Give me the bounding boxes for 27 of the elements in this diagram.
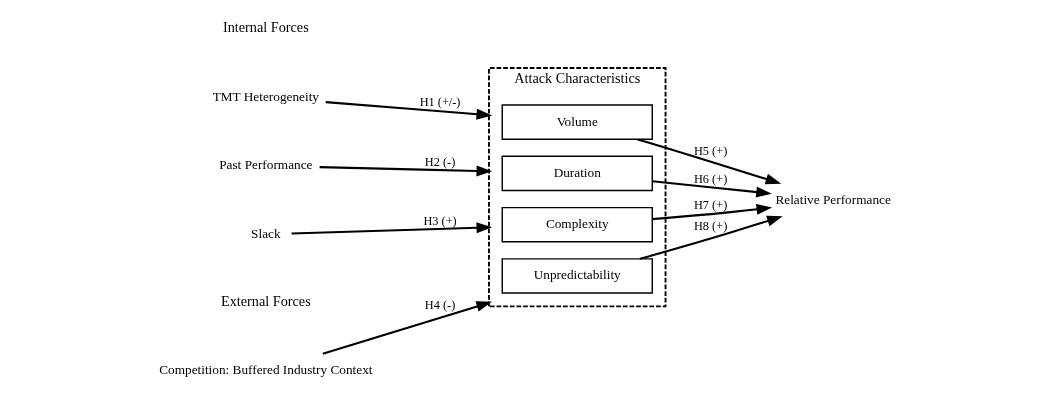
arrow: [291, 222, 493, 235]
node-text: Relative Performance: [775, 191, 891, 207]
node-box: Complexity: [501, 206, 653, 243]
node-text: Slack: [251, 225, 281, 241]
arrow: [652, 180, 772, 198]
edge-label: H2 (-): [424, 155, 456, 170]
arrow: [319, 165, 493, 177]
node-box: Duration: [501, 155, 653, 192]
arrow: [639, 215, 783, 260]
label: External Forces: [220, 292, 311, 309]
edge-label: H7 (+): [693, 197, 728, 212]
edge-label: H4 (-): [424, 297, 456, 312]
arrow: [652, 203, 773, 221]
edge-label: H1 (+/-): [419, 95, 461, 110]
arrow: [637, 138, 782, 185]
node-box: Unpredictability: [501, 258, 653, 294]
node-text: Competition: Buffered Industry Context: [159, 362, 373, 378]
arrow: [322, 301, 492, 355]
node-text: Past Performance: [219, 157, 313, 173]
node-text: TMT Heterogeneity: [212, 88, 319, 104]
edge-label: H6 (+): [693, 172, 728, 187]
edge-label: H3 (+): [423, 214, 457, 229]
node-box: Volume: [501, 104, 653, 140]
label: Internal Forces: [222, 19, 309, 36]
arrow: [325, 101, 493, 120]
edge-label: H8 (+): [693, 218, 728, 233]
edge-label: H5 (+): [693, 143, 728, 158]
